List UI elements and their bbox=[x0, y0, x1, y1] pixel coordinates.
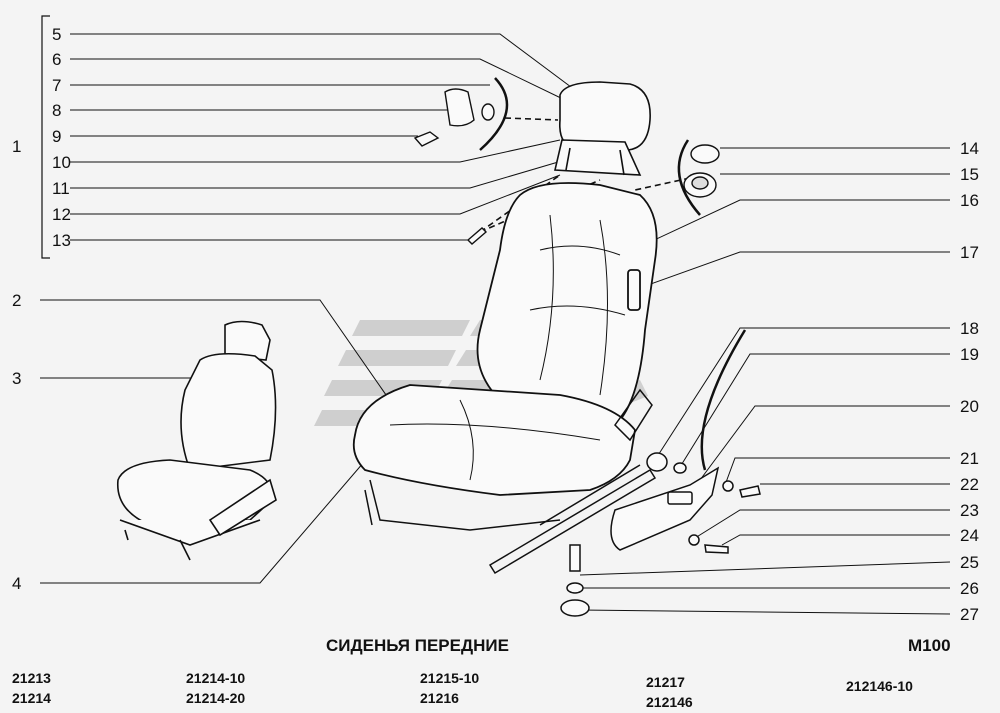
callout-27: 27 bbox=[960, 605, 979, 624]
model-code: 212146-10 bbox=[846, 678, 913, 694]
callout-group-bracket bbox=[41, 15, 50, 259]
callout-labels: 1 5 6 7 8 9 10 11 12 13 2 3 4 14 15 16 1… bbox=[12, 25, 979, 624]
model-list: 21215-10 21216 bbox=[420, 668, 479, 708]
model-code: 21215-10 bbox=[420, 670, 480, 686]
callout-15: 15 bbox=[960, 165, 979, 184]
callout-12: 12 bbox=[52, 205, 71, 224]
diagram-title: СИДЕНЬЯ ПЕРЕДНИЕ bbox=[326, 636, 509, 655]
model-code: 212146 bbox=[646, 694, 693, 710]
model-list: 21214-10 21214-20 bbox=[186, 668, 245, 708]
seat-frame-rails bbox=[364, 388, 657, 575]
callout-16: 16 bbox=[960, 191, 979, 210]
callout-26: 26 bbox=[960, 579, 979, 598]
model-list: 21213 21214 bbox=[12, 668, 51, 708]
headrest-clip-parts bbox=[413, 88, 720, 245]
callout-8: 8 bbox=[52, 101, 61, 120]
callout-24: 24 bbox=[960, 526, 979, 545]
seat-cushion bbox=[352, 384, 636, 496]
callout-21: 21 bbox=[960, 449, 979, 468]
callout-10: 10 bbox=[52, 153, 71, 172]
model-code: 21214 bbox=[12, 690, 51, 706]
callout-25: 25 bbox=[960, 553, 979, 572]
seat-backrest bbox=[476, 182, 658, 421]
callout-2: 2 bbox=[12, 291, 21, 310]
callout-23: 23 bbox=[960, 501, 979, 520]
callout-20: 20 bbox=[960, 397, 979, 416]
model-code: 21214-20 bbox=[186, 690, 246, 706]
callout-6: 6 bbox=[52, 50, 61, 69]
callout-13: 13 bbox=[52, 231, 71, 250]
callout-17: 17 bbox=[960, 243, 979, 262]
model-code: 21214-10 bbox=[186, 670, 246, 686]
model-code: 21216 bbox=[420, 690, 459, 706]
model-list: 21217 212146 bbox=[646, 672, 693, 712]
arc-markers bbox=[479, 77, 747, 471]
callout-4: 4 bbox=[12, 574, 21, 593]
callout-1: 1 bbox=[12, 137, 21, 156]
headrest bbox=[554, 81, 651, 176]
callout-3: 3 bbox=[12, 369, 21, 388]
callout-18: 18 bbox=[960, 319, 979, 338]
callout-11: 11 bbox=[52, 179, 70, 198]
model-code: 21213 bbox=[12, 670, 51, 686]
model-code: 21217 bbox=[646, 674, 685, 690]
callout-5: 5 bbox=[52, 25, 61, 44]
side-trim-parts bbox=[560, 452, 761, 617]
callout-22: 22 bbox=[960, 475, 979, 494]
page-code: M100 bbox=[908, 636, 951, 655]
callout-14: 14 bbox=[960, 139, 979, 158]
assembled-seat-thumbnail bbox=[117, 320, 277, 561]
model-list: 212146-10 bbox=[846, 676, 913, 696]
callout-19: 19 bbox=[960, 345, 979, 364]
callout-7: 7 bbox=[52, 76, 61, 95]
callout-9: 9 bbox=[52, 127, 61, 146]
